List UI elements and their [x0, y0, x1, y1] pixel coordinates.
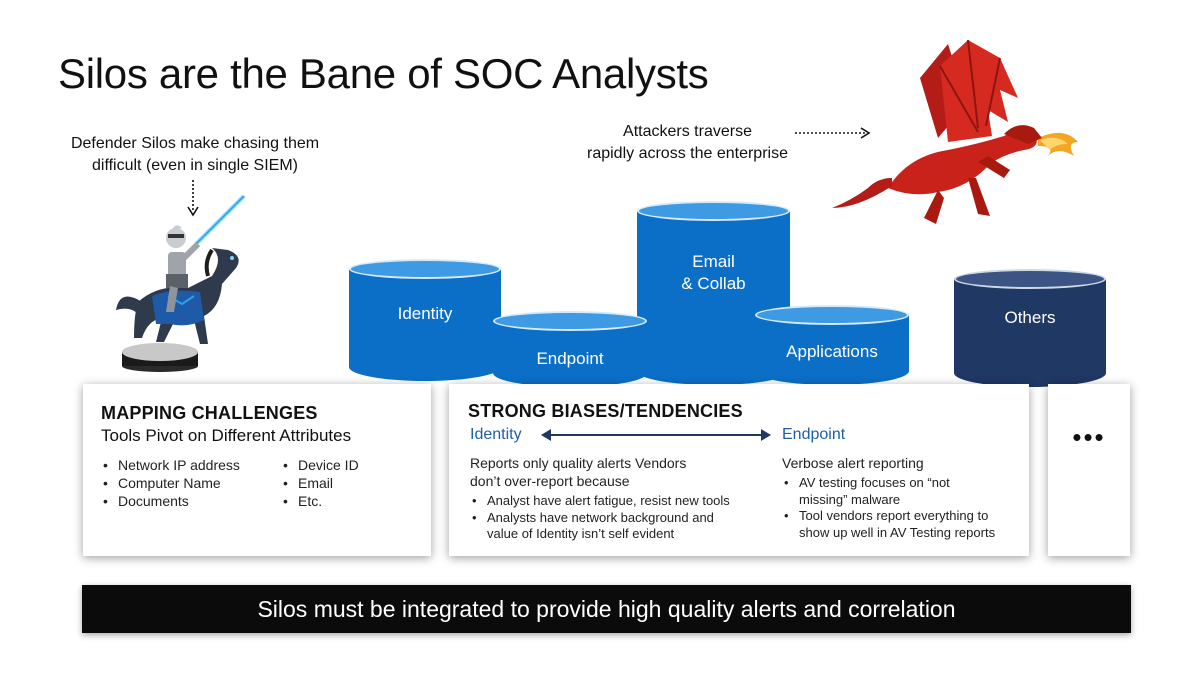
mapping-subheading: Tools Pivot on Different Attributes	[101, 426, 352, 445]
silo-endpoint: Endpoint	[493, 311, 647, 387]
silo-others: Others	[954, 269, 1106, 387]
silo-others-label: Others	[1004, 308, 1056, 327]
list-item: Etc.	[281, 492, 421, 510]
list-item: Analyst have alert fatigue, resist new t…	[470, 493, 760, 510]
banner-text: Silos must be integrated to provide high…	[257, 595, 956, 622]
knight-on-horse-icon	[116, 194, 246, 372]
dragon-icon	[832, 39, 1078, 224]
silo-applications-label: Applications	[786, 342, 878, 361]
list-item: Analysts have network background and val…	[470, 510, 760, 543]
double-arrow-icon	[541, 429, 771, 441]
mapping-list-right: Device ID Email Etc.	[281, 456, 421, 510]
identity-bullets: Analyst have alert fatigue, resist new t…	[470, 493, 760, 543]
more-panel: •••	[1048, 384, 1130, 556]
silo-email-label: Email & Collab	[681, 252, 746, 293]
endpoint-bullets: AV testing focuses on “not missing” malw…	[782, 475, 1022, 541]
mapping-list-left: Network IP address Computer Name Documen…	[101, 456, 261, 510]
list-item: Documents	[101, 492, 261, 510]
biases-heading: STRONG BIASES/TENDENCIES	[468, 401, 743, 421]
page-title: Silos are the Bane of SOC Analysts	[58, 50, 709, 97]
list-item: AV testing focuses on “not missing” malw…	[782, 475, 1022, 508]
attacker-caption: Attackers traverse rapidly across the en…	[587, 123, 788, 162]
list-item: Device ID	[281, 456, 421, 474]
identity-text: Reports only quality alerts Vendors don’…	[470, 455, 687, 489]
mapping-challenges-panel: MAPPING CHALLENGES Tools Pivot on Differ…	[83, 384, 431, 556]
mapping-heading: MAPPING CHALLENGES	[101, 403, 318, 423]
defender-caption: Defender Silos make chasing them difficu…	[70, 135, 320, 174]
conclusion-banner: Silos must be integrated to provide high…	[82, 585, 1131, 633]
silo-identity: Identity	[349, 259, 501, 381]
list-item: Tool vendors report everything to show u…	[782, 508, 1022, 541]
endpoint-column-label: Endpoint	[782, 426, 846, 443]
list-item: Network IP address	[101, 456, 261, 474]
silo-identity-label: Identity	[397, 304, 453, 323]
ellipsis-icon: •••	[1072, 422, 1106, 452]
endpoint-text: Verbose alert reporting	[782, 455, 924, 471]
silo-endpoint-label: Endpoint	[536, 349, 604, 368]
silo-applications: Applications	[755, 305, 909, 385]
identity-column-label: Identity	[470, 426, 522, 443]
list-item: Email	[281, 474, 421, 492]
biases-panel: STRONG BIASES/TENDENCIES Identity Endpoi…	[449, 384, 1029, 556]
list-item: Computer Name	[101, 474, 261, 492]
dotted-right-arrow-icon	[795, 127, 871, 139]
dotted-down-arrow-icon	[187, 180, 199, 217]
